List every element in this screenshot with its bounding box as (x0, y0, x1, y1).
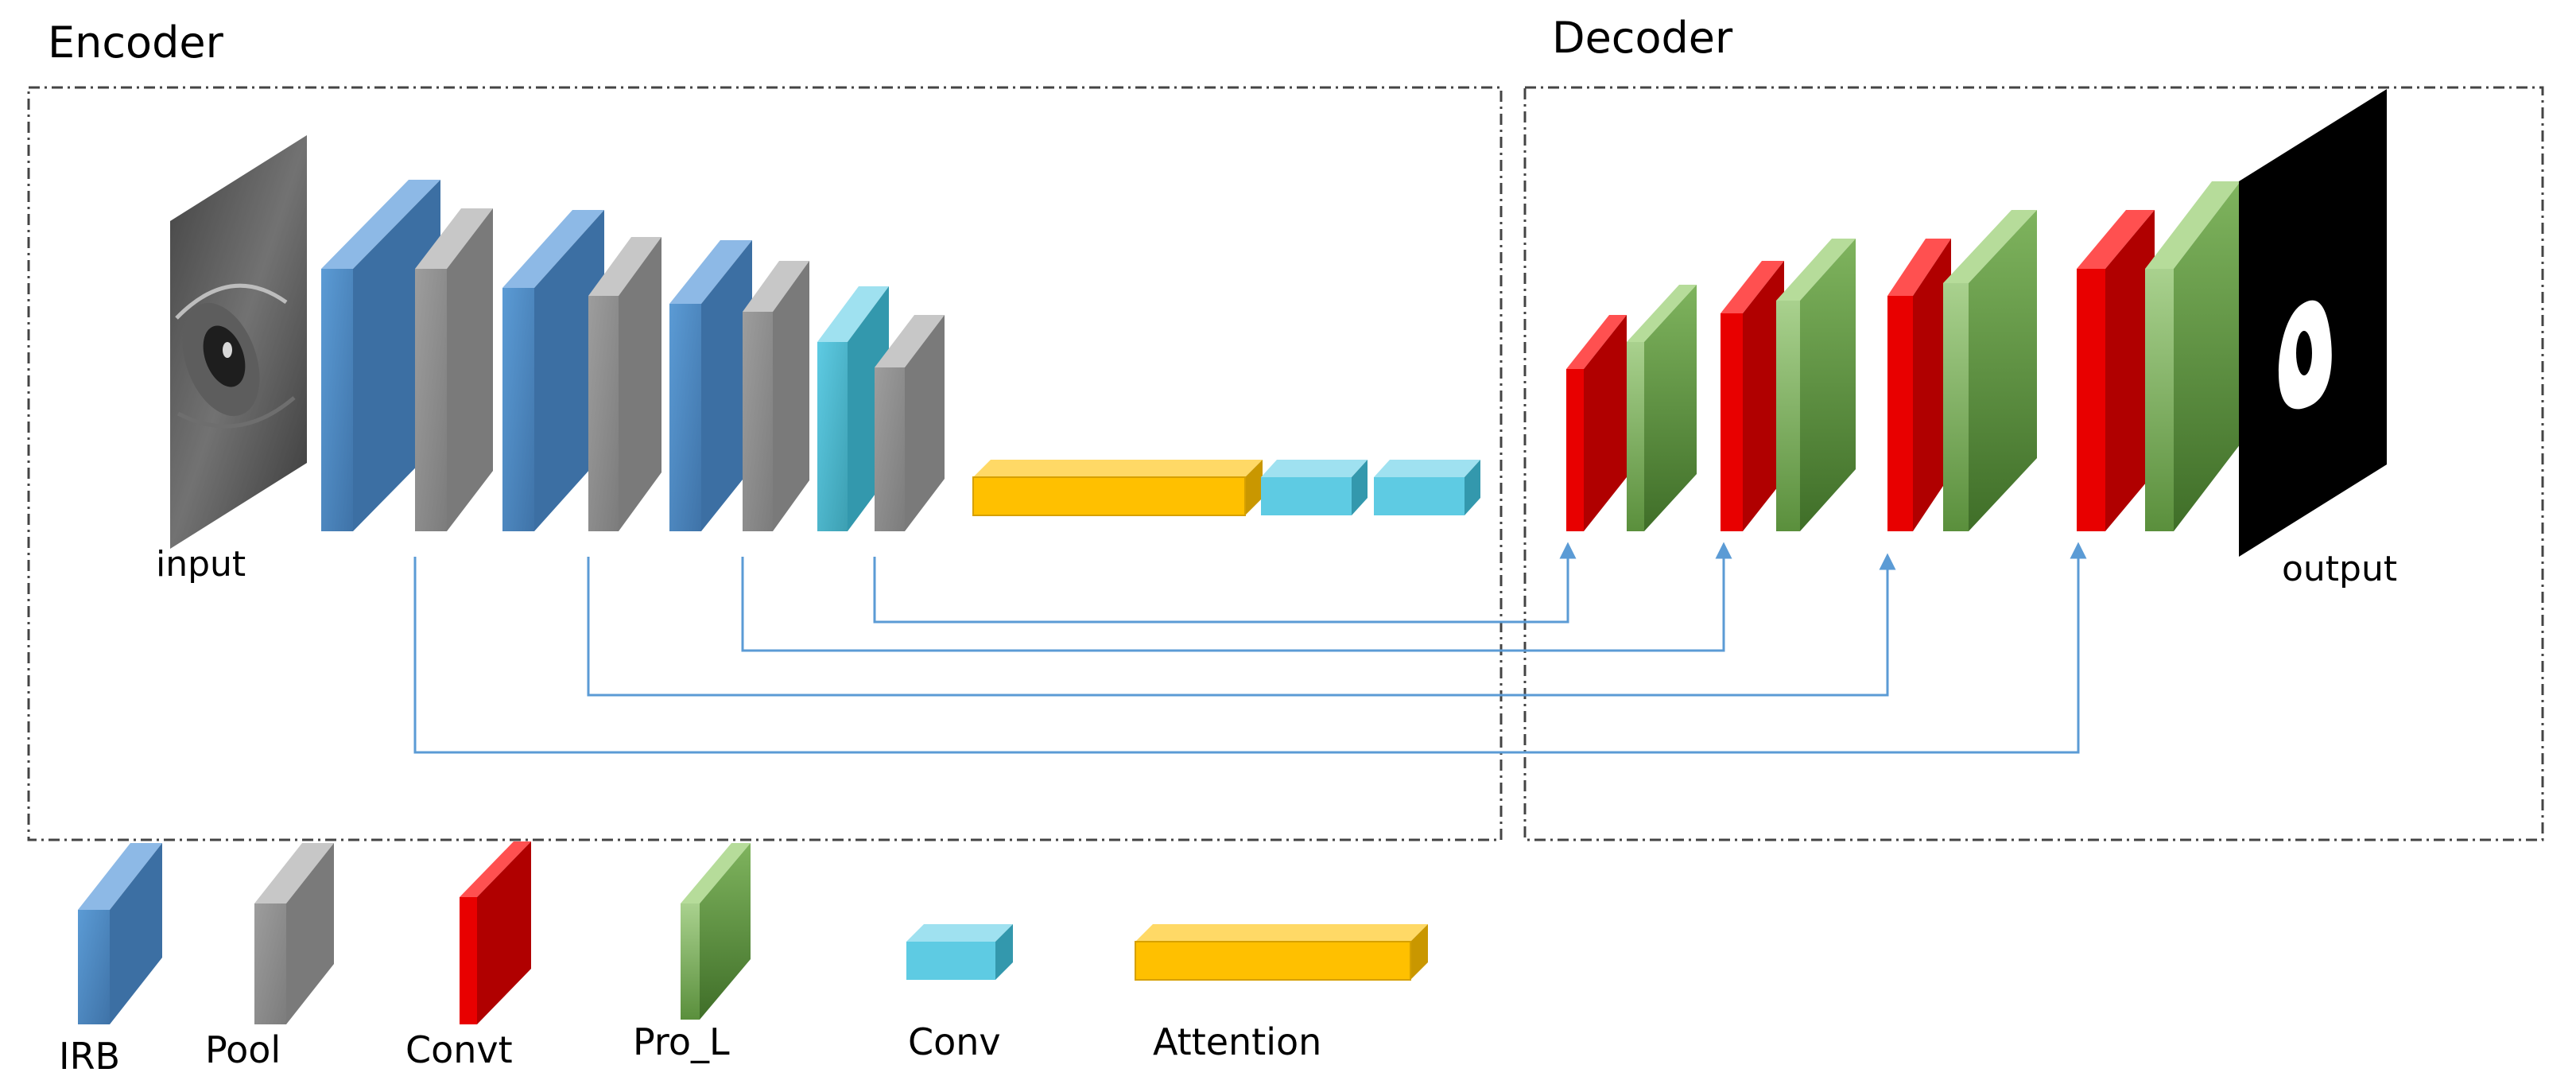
legend-attention-label: Attention (1153, 1020, 1321, 1063)
skip-connection-2 (741, 542, 1732, 652)
bottleneck-attention-block (972, 460, 1263, 516)
legend: IRB Pool Convt Pro_L Conv (59, 841, 1428, 1078)
decoder-convt-block-1 (1566, 315, 1627, 531)
legend-convt-label: Convt (405, 1028, 513, 1071)
skip-connection-3 (587, 553, 1896, 697)
decoder-convt-block-3 (1887, 239, 1951, 531)
decoder-convt-block-2 (1721, 261, 1784, 531)
encoder-pool-block-4 (875, 315, 945, 531)
decoder-frame (1523, 86, 2544, 841)
legend-pro-l-label: Pro_L (633, 1020, 730, 1063)
encoder-pool-block-2 (588, 237, 661, 531)
decoder-title: Decoder (1552, 13, 1733, 63)
output-label: output (2282, 549, 2397, 589)
legend-conv-label: Conv (908, 1020, 1001, 1063)
encoder-title: Encoder (48, 17, 224, 68)
skip-connection-4 (413, 542, 2087, 754)
legend-pro-l-swatch (681, 843, 751, 1020)
decoder-pro-l-block-1 (1627, 285, 1697, 531)
encoder-irb-block-3 (669, 240, 752, 531)
decoder-convt-block-4 (2077, 210, 2155, 531)
output-mask-image (2239, 89, 2387, 557)
bottleneck-conv-block-1 (1261, 460, 1368, 515)
legend-convt-swatch (460, 841, 531, 1024)
legend-irb-label: IRB (59, 1035, 120, 1078)
encoder-pool-block-3 (743, 261, 809, 531)
skip-connection-1 (873, 542, 1577, 624)
input-eye-image (170, 135, 307, 549)
encoder-frame (27, 86, 1503, 841)
legend-pool-swatch (254, 843, 334, 1024)
decoder-pro-l-block-4 (2145, 181, 2240, 531)
skip-connections (413, 542, 2087, 754)
legend-pool-label: Pool (205, 1028, 281, 1071)
legend-irb-swatch (78, 843, 162, 1024)
legend-attention-swatch (1135, 924, 1428, 981)
input-label: input (156, 544, 246, 585)
encoder-pool-block-1 (415, 208, 493, 531)
decoder-pro-l-block-3 (1943, 210, 2037, 531)
legend-conv-swatch (906, 924, 1013, 980)
decoder-pro-l-block-2 (1776, 239, 1856, 531)
encoder-irb-block-2 (502, 210, 604, 531)
bottleneck-conv-block-2 (1374, 460, 1480, 515)
